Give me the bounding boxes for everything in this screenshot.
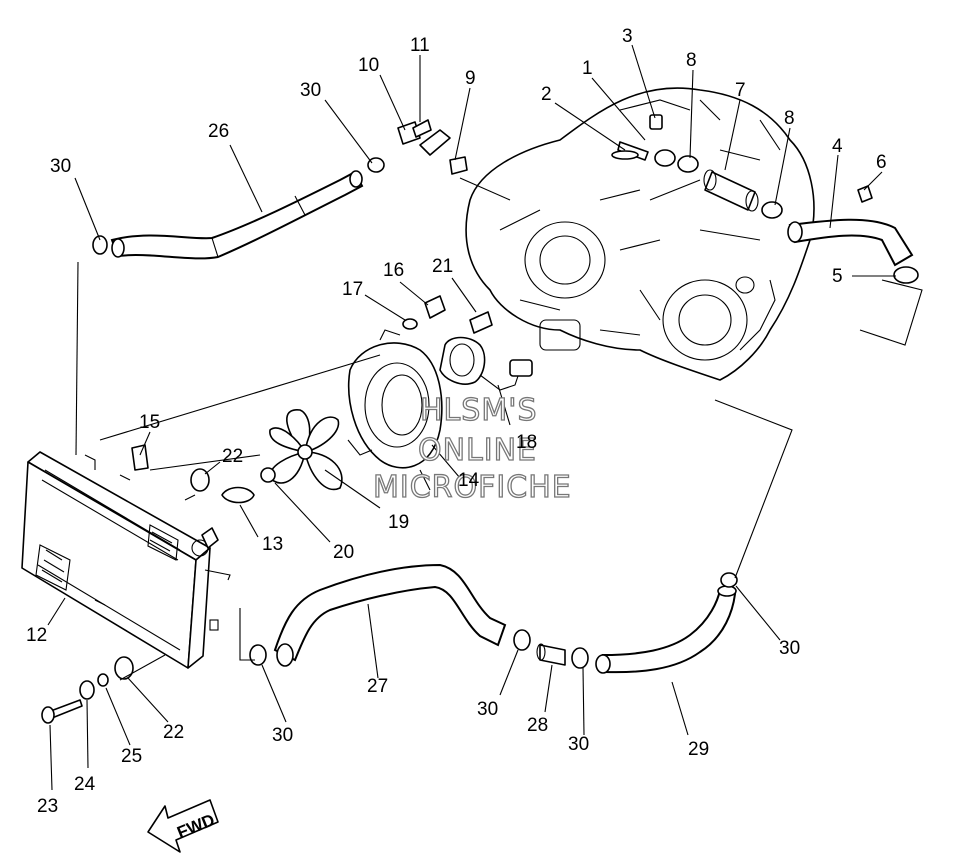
callout-labels: 1 2 3 4 5 6 7 8 8 9 10 11 12 13 14 15 16… [26,26,887,817]
callout-9: 9 [465,68,476,89]
callout-30e: 30 [568,734,589,755]
callout-29: 29 [688,739,709,760]
hose-joint [539,644,566,666]
watermark-line-3: MICROFICHE [373,470,572,505]
callout-1: 1 [582,58,593,79]
watermark-line-1: HLSM'S [420,393,538,428]
watermark: HLSM'S ONLINE MICROFICHE [372,392,572,505]
callout-2: 2 [541,84,552,105]
callout-8a: 8 [686,50,697,71]
watermark-line-2: ONLINE [418,433,537,468]
callout-3: 3 [622,26,633,47]
callout-30a: 30 [300,80,321,101]
callout-11: 11 [410,35,430,56]
lower-radiator-hose [273,563,507,662]
callout-5: 5 [832,266,843,287]
callout-28: 28 [527,715,548,736]
callout-10: 10 [358,55,379,76]
callout-24: 24 [74,774,96,795]
fan-motor [439,336,533,391]
callout-26: 26 [208,121,229,142]
callout-30b: 30 [50,156,71,177]
callout-27: 27 [367,676,388,697]
callout-14: 14 [458,470,480,491]
fan-blade [269,409,343,491]
fan-shroud [347,329,443,491]
callout-16: 16 [383,260,404,281]
callout-15: 15 [139,412,160,433]
engine-block [465,87,815,381]
callout-12: 12 [26,625,47,646]
callout-19: 19 [388,512,409,533]
callout-7: 7 [735,80,746,101]
upper-radiator-hose [110,170,364,260]
callout-18: 18 [516,432,537,453]
callout-30c: 30 [272,725,293,746]
callout-13: 13 [262,534,283,555]
callout-22b: 22 [163,722,184,743]
return-hose [601,588,737,674]
callout-21: 21 [432,256,453,277]
callout-23: 23 [37,796,58,817]
callout-17: 17 [342,279,363,300]
leader-lines [47,44,896,791]
callout-4: 4 [832,136,843,157]
fwd-direction-arrow: FWD [147,799,219,853]
callout-30f: 30 [779,638,800,659]
water-pipe [704,171,756,211]
assembly-lines [75,177,923,681]
radiator [21,451,231,669]
callout-30d: 30 [477,699,498,720]
callout-6: 6 [876,152,887,173]
callout-8b: 8 [784,108,795,129]
callout-20: 20 [333,542,354,563]
callout-22a: 22 [222,446,243,467]
callout-25: 25 [121,746,142,767]
